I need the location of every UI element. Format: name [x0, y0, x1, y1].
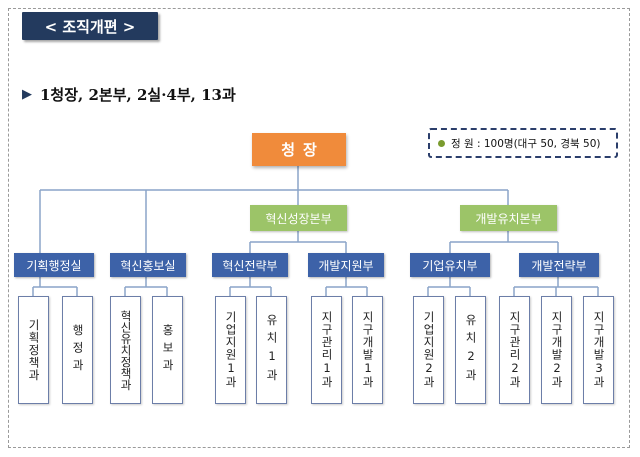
dept-box: 기업지원1과: [215, 296, 246, 404]
dept-box: 유치1과: [256, 296, 287, 404]
unit-development-strategy-dept: 개발전략부: [519, 253, 599, 277]
dept-box: 유치2과: [455, 296, 486, 404]
unit-development-support-dept: 개발지원부: [308, 253, 384, 277]
bullet-dot-icon: [438, 139, 445, 147]
dept-box: 지구개발2과: [541, 296, 572, 404]
summary-line: ▶ 1청장, 2본부, 2실·4부, 13과: [22, 84, 236, 105]
unit-business-attraction-dept: 기업유치부: [410, 253, 490, 277]
section-title: < 조직개편 >: [22, 12, 158, 40]
dept-box: 지구개발3과: [583, 296, 614, 404]
dept-box: 기획정책과: [18, 296, 49, 404]
unit-innovation-pr-office: 혁신홍보실: [110, 253, 186, 277]
dept-box: 지구관리1과: [311, 296, 342, 404]
dept-box: 행정과: [62, 296, 93, 404]
org-chart-frame: [8, 8, 630, 448]
dept-box: 지구개발1과: [352, 296, 383, 404]
quota-text: 정 원 : 100명(대구 50, 경북 50): [451, 137, 601, 150]
bonbu-development-attraction: 개발유치본부: [460, 205, 557, 231]
triangle-bullet-icon: ▶: [22, 87, 32, 102]
quota-box: 정 원 : 100명(대구 50, 경북 50): [428, 128, 618, 158]
dept-box: 지구관리2과: [499, 296, 530, 404]
dept-box: 혁신유치정책과: [110, 296, 141, 404]
summary-text: 1청장, 2본부, 2실·4부, 13과: [40, 86, 236, 104]
unit-planning-admin-office: 기획행정실: [14, 253, 94, 277]
dept-box: 기업지원2과: [413, 296, 444, 404]
dept-box: 홍보과: [152, 296, 183, 404]
unit-innovation-strategy-dept: 혁신전략부: [212, 253, 288, 277]
chief-box: 청장: [252, 133, 346, 166]
bonbu-innovation-growth: 혁신성장본부: [250, 205, 347, 231]
